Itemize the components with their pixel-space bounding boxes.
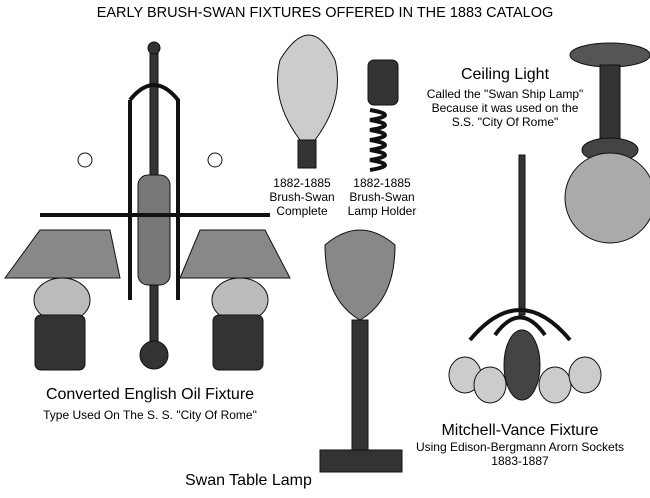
caption-line: 1883-1887: [491, 454, 549, 468]
table-lamp-caption: Swan Table Lamp: [185, 472, 312, 489]
caption-line: Because it was used on the: [431, 101, 579, 115]
caption-heading: Ceiling Light: [460, 66, 550, 83]
caption-line: Lamp Holder: [347, 204, 417, 218]
caption-line: 1882-1885: [273, 176, 331, 190]
caption-line: Using Edison-Bergmann Arorn Sockets: [415, 440, 625, 454]
lamp-holder-caption: 1882-1885 Brush-Swan Lamp Holder: [344, 176, 420, 218]
swan-table-lamp-illustration: [319, 229, 403, 473]
lamp-holder-illustration: [367, 59, 399, 172]
caption-heading: Converted English Oil Fixture: [45, 386, 255, 403]
caption-line: Brush-Swan: [349, 190, 415, 204]
caption-line: S.S. "City Of Rome": [451, 115, 559, 129]
caption-line: Called the "Swan Ship Lamp": [426, 87, 584, 101]
caption-line: Complete: [276, 204, 328, 218]
oil-fixture-caption: Converted English Oil Fixture Type Used …: [20, 386, 280, 422]
oil-fixture-illustration: [4, 41, 291, 371]
caption-line: Type Used On The S. S. "City Of Rome": [43, 408, 257, 422]
bulb-complete-caption: 1882-1885 Brush-Swan Complete: [268, 176, 336, 218]
ceiling-light-caption: Ceiling Light Called the "Swan Ship Lamp…: [425, 66, 585, 129]
ceiling-light-illustration: [564, 42, 650, 244]
brush-swan-bulb-illustration: [277, 34, 338, 169]
page-title: EARLY BRUSH-SWAN FIXTURES OFFERED IN THE…: [96, 5, 554, 21]
caption-line: 1882-1885: [353, 176, 411, 190]
mitchell-vance-caption: Mitchell-Vance Fixture Using Edison-Berg…: [405, 422, 635, 468]
caption-heading: Mitchell-Vance Fixture: [441, 422, 599, 439]
caption-line: Brush-Swan: [269, 190, 335, 204]
mitchell-vance-illustration: [448, 154, 602, 404]
